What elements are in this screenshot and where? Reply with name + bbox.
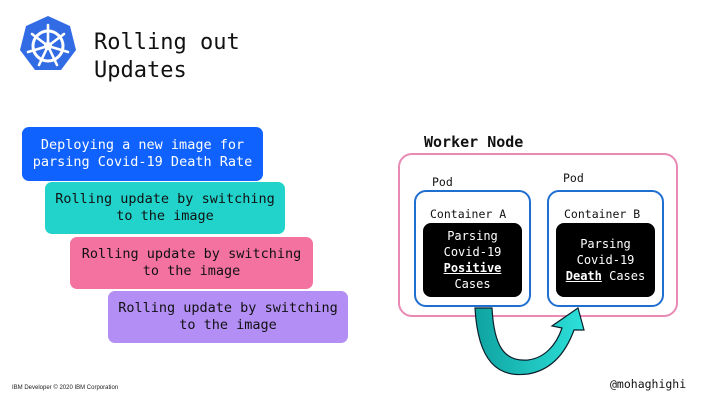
slide-title: Rolling out Updates [94, 30, 240, 83]
step-rolling-update-2: Rolling update by switching to the image [70, 237, 313, 289]
footer-copyright: IBM Developer © 2020 IBM Corporation [12, 385, 119, 391]
container-b-line3: Death Cases [566, 268, 645, 284]
container-a-line2: Covid-19 [443, 245, 502, 259]
container-b-line1: Parsing [580, 237, 631, 251]
author-handle: @mohaghighi [610, 377, 687, 391]
container-a-content: Parsing Covid-19 Positive Cases [423, 223, 522, 297]
worker-node-box [398, 153, 678, 317]
container-b-line2: Covid-19 [576, 253, 635, 267]
pod-b-label: Pod [563, 171, 584, 185]
container-a-label: Container A [430, 207, 507, 221]
step-deploy-new-image: Deploying a new image for parsing Covid-… [22, 127, 263, 181]
container-a-keyword: Positive [443, 261, 502, 275]
container-a-line4: Cases [454, 277, 491, 291]
kubernetes-logo-icon [20, 16, 76, 70]
worker-node-title: Worker Node [424, 133, 524, 151]
container-a-line1: Parsing [447, 229, 498, 243]
container-b-content: Parsing Covid-19 Death Cases [556, 223, 655, 297]
pod-a-box [414, 190, 531, 307]
step-rolling-update-1: Rolling update by switching to the image [45, 182, 285, 234]
curved-arrow-icon [474, 307, 585, 376]
step-rolling-update-3: Rolling update by switching to the image [108, 291, 348, 343]
container-b-label: Container B [564, 207, 641, 221]
container-b-line3-suffix: Cases [601, 269, 646, 283]
pod-a-label: Pod [432, 175, 453, 189]
container-b-keyword: Death [565, 269, 602, 283]
pod-b-box [547, 190, 664, 307]
